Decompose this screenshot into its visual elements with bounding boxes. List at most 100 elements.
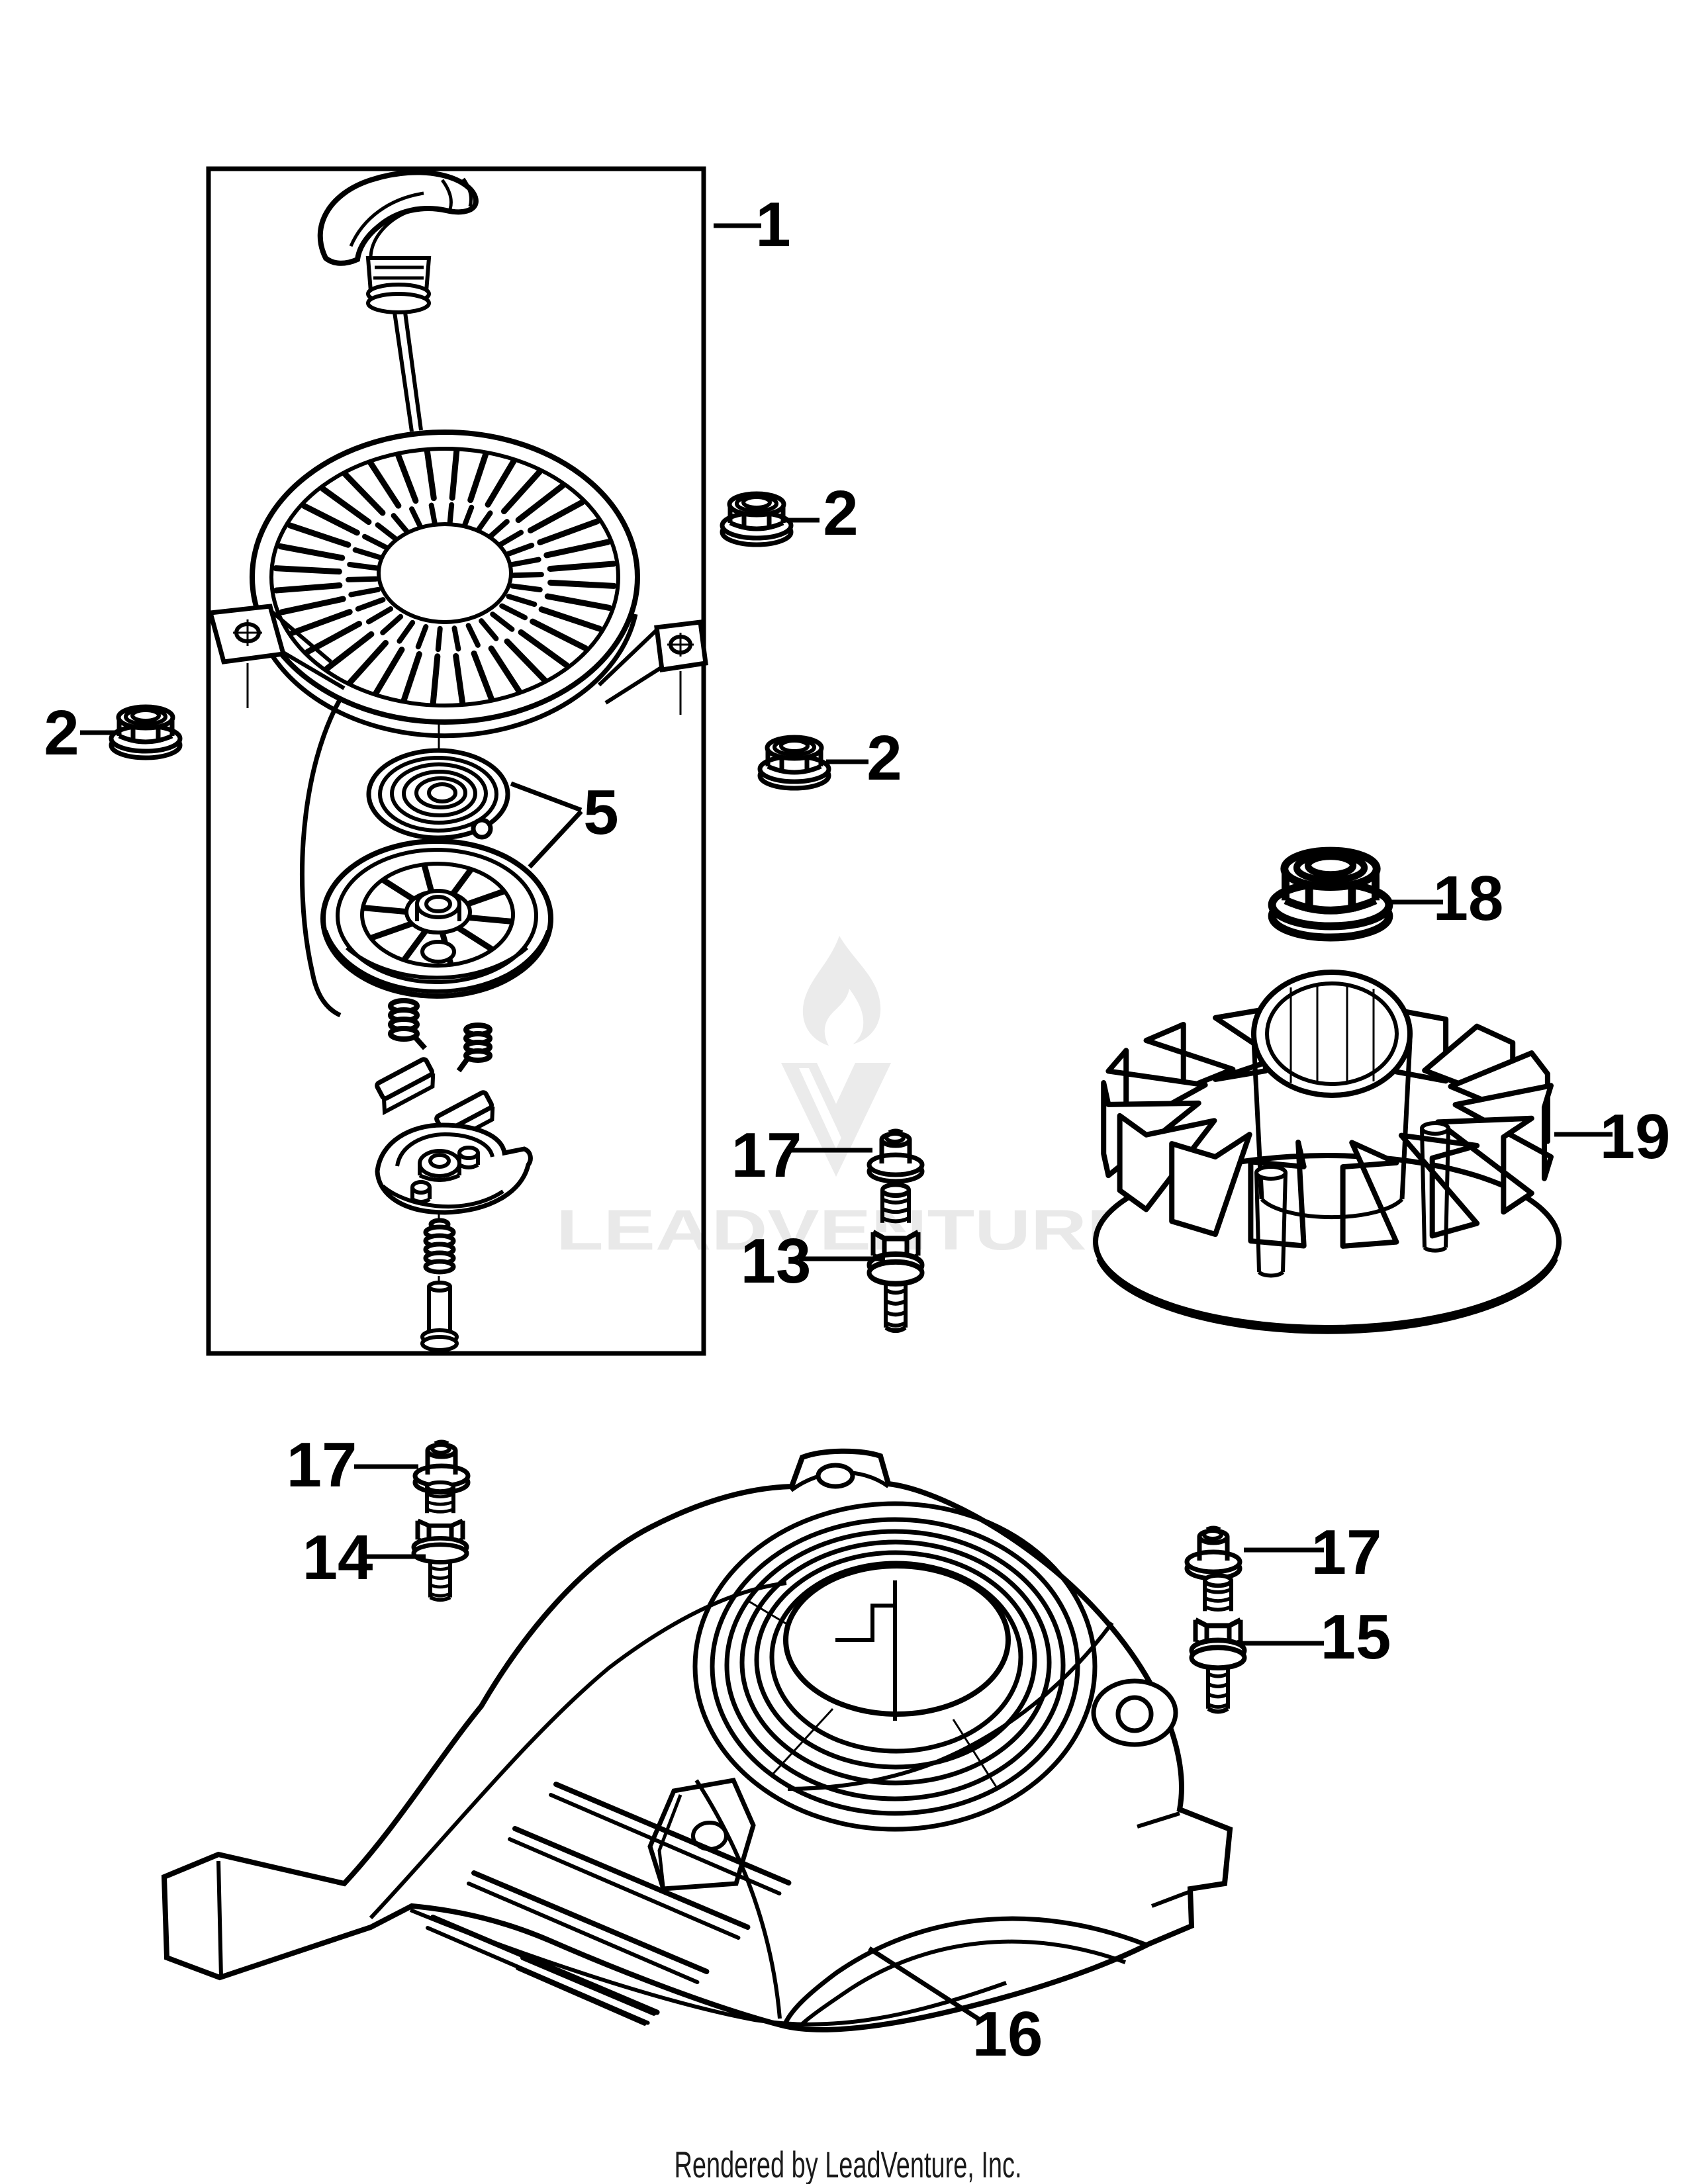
flange-nut-2-mid (760, 737, 829, 788)
louver-ridge-shadow (516, 1966, 647, 2026)
callout-2-top: 2 (823, 478, 858, 549)
callout-16: 16 (972, 1999, 1043, 2070)
leadventure-watermark: LEADVENTURE (556, 936, 1139, 1262)
vent-slot (537, 518, 600, 545)
vent-slot-inner (355, 597, 386, 612)
louver-ridge-shadow (549, 1793, 782, 1895)
callout-14: 14 (303, 1522, 373, 1593)
flame-icon (802, 936, 881, 1046)
vent-slot-inner (510, 572, 544, 578)
vent-slot (367, 459, 402, 509)
flywheel-fin (1340, 1140, 1399, 1249)
vent-slot-inner (499, 603, 528, 621)
flywheel-post-left (1254, 1165, 1288, 1278)
flywheel-post-right (1420, 1121, 1450, 1253)
vent-slot (485, 458, 517, 508)
flange-nut-2-top (722, 494, 791, 545)
callout-5: 5 (583, 777, 618, 848)
vent-slot (320, 486, 372, 525)
blower-housing (161, 1448, 1233, 2032)
vent-slot (273, 582, 343, 594)
vent-slot-inner (504, 542, 535, 557)
parts-box (206, 166, 706, 1356)
louver-ridge (553, 1782, 792, 1886)
callout-19: 19 (1600, 1101, 1671, 1172)
vent-slot-inner (510, 583, 543, 593)
vent-slot (400, 651, 422, 704)
starter-handle (317, 169, 479, 314)
vent-slot (500, 469, 543, 515)
pawl-spring-left (388, 998, 427, 1050)
louver-ridge (471, 1870, 710, 1974)
callout-17-middle: 17 (731, 1120, 802, 1191)
vent-slot-inner (451, 625, 461, 652)
vent-slot-inner (348, 586, 381, 598)
vent-slot-inner (375, 522, 400, 543)
vent-slot (543, 539, 611, 559)
vent-slat-ring (273, 447, 617, 707)
vent-slot-inner (428, 502, 438, 529)
flame-inner-icon (833, 1019, 846, 1042)
vent-slot-inner (380, 614, 404, 635)
louver-ridge (520, 1955, 657, 2016)
vent-slot-inner (506, 594, 538, 608)
flywheel-fin (1435, 1115, 1534, 1215)
pulley-spoke (361, 905, 413, 915)
vent-slot (424, 447, 437, 502)
vent-slot-inner (365, 606, 394, 625)
pawl-retainer-plate (375, 1122, 533, 1215)
flywheel-nut-18 (1272, 851, 1389, 938)
callout-2-left: 2 (44, 698, 79, 768)
vent-slot (373, 647, 405, 696)
starter-center-spring (423, 1218, 456, 1275)
flywheel-center-cup (1251, 970, 1413, 1220)
starter-rope (393, 312, 423, 432)
vent-slot (279, 596, 346, 615)
housing-bolt-boss-right (1091, 1678, 1178, 1747)
vent-slot (467, 451, 489, 504)
vent-slot-inner (447, 502, 455, 529)
callout-labels: 1 2 2 2 5 13 14 15 16 17 17 17 18 19 (44, 189, 1670, 2070)
vent-slot-inner (361, 533, 391, 551)
callout-17-right: 17 (1311, 1517, 1382, 1588)
vent-slot (324, 631, 375, 672)
vent-slot (544, 593, 612, 611)
footer-credit-text: Rendered by LeadVenture, Inc. (675, 2144, 1022, 2184)
vent-slot (342, 471, 386, 516)
starter-rope-loose-end (299, 672, 359, 1018)
vent-slot (453, 653, 466, 707)
vent-slot-inner (409, 506, 424, 531)
callout-1: 1 (755, 189, 790, 260)
vent-slot (527, 499, 585, 533)
callout-2-mid: 2 (867, 723, 902, 794)
pulley-spoke (454, 924, 494, 952)
vent-slot-inner (391, 513, 411, 536)
callout-17-left: 17 (287, 1430, 357, 1500)
vent-slot (287, 522, 352, 548)
pulley-spoke (402, 928, 429, 962)
housing-contour-lines (216, 1581, 1192, 2030)
vent-slot-inner (347, 561, 380, 571)
screw-17-middle (869, 1131, 922, 1182)
watermark-text: LEADVENTURE (556, 1199, 1139, 1262)
screw-17-right (1187, 1528, 1240, 1579)
housing-vent-slots (273, 447, 617, 707)
louver-ridge-shadow (508, 1837, 741, 1940)
vent-slot (289, 609, 353, 636)
vent-slot (538, 606, 603, 632)
vent-slot (547, 579, 617, 589)
vent-slot-inner (496, 529, 524, 548)
vent-slot (277, 543, 346, 561)
starter-pawl-left (375, 1057, 436, 1116)
pawl-spring-right (456, 1023, 492, 1073)
vent-slot-inner (352, 547, 384, 561)
vent-slot (395, 451, 419, 504)
vent-slot (515, 482, 566, 523)
flange-nut-2-left (111, 707, 180, 758)
vent-slot-inner (474, 510, 493, 535)
flywheel-fin (1169, 1132, 1252, 1238)
vent-slot-inner (486, 519, 510, 541)
housing-louvers (426, 1782, 792, 2026)
vent-slot (547, 561, 617, 572)
